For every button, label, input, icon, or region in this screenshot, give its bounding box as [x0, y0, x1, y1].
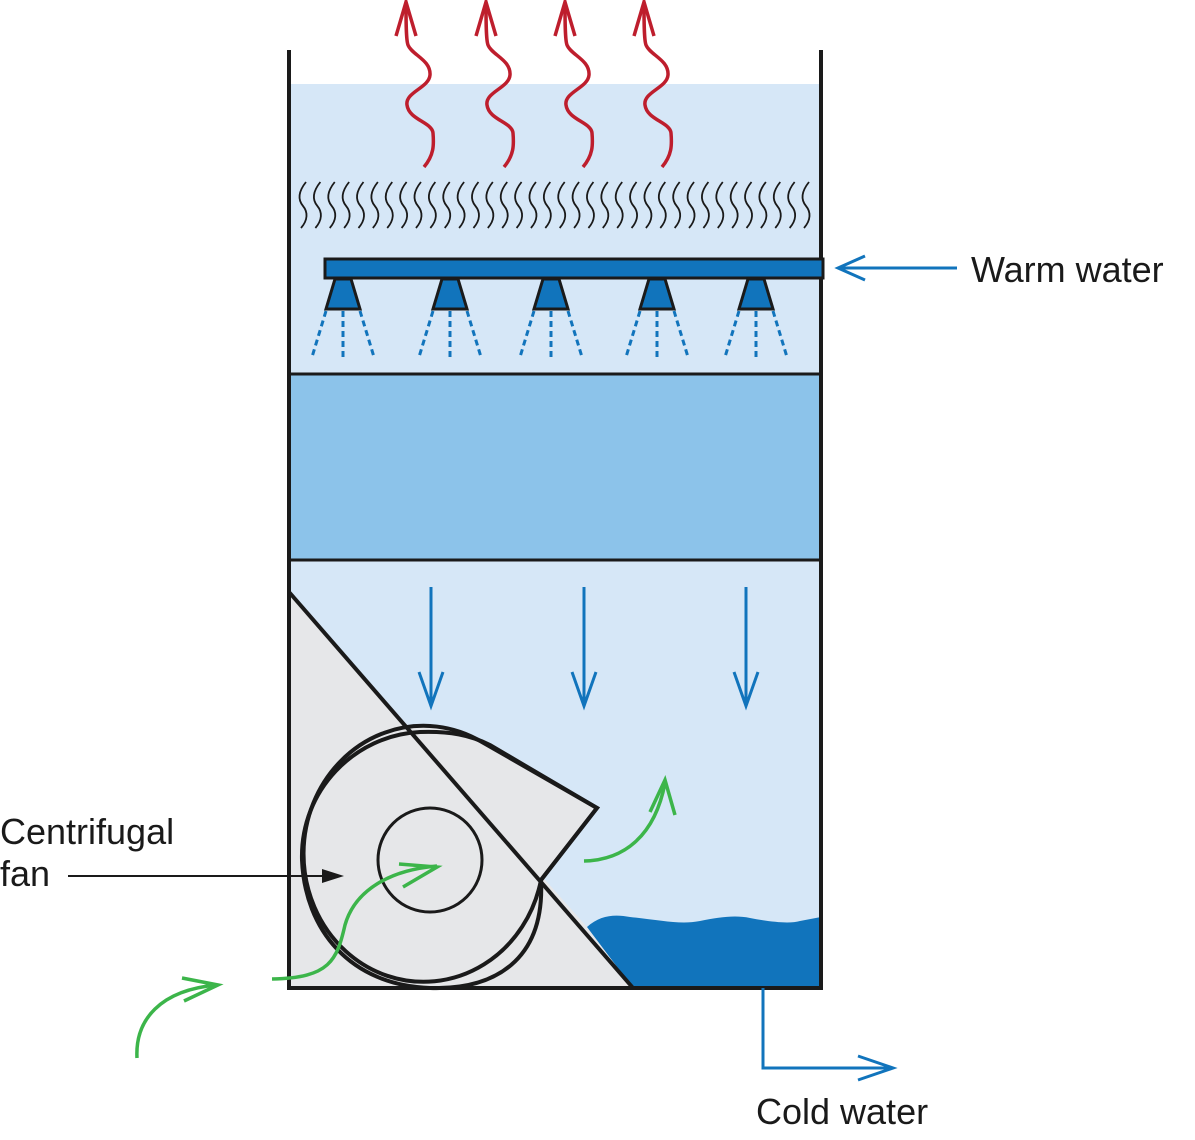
- fan-scroll-outline: [299, 729, 600, 991]
- mist-wave: [399, 181, 408, 229]
- mist-wave: [543, 181, 552, 229]
- mist-wave: [658, 181, 667, 229]
- water-spray: [518, 310, 536, 358]
- mist-wave: [471, 181, 480, 229]
- cold-water-arrow: [761, 988, 898, 1082]
- spray-nozzle: [531, 277, 571, 311]
- fan-label-line1: Centrifugal: [0, 811, 174, 852]
- mist-wave: [600, 181, 610, 229]
- falling-water-arrowhead: [570, 671, 598, 711]
- falling-water-arrowhead: [417, 671, 445, 711]
- mist-wave: [586, 181, 595, 229]
- water-spray: [624, 310, 642, 358]
- falling-water-arrows: [417, 587, 760, 711]
- mist-wave: [701, 181, 710, 229]
- spray-nozzle: [430, 277, 470, 311]
- air-intake-arrowhead: [181, 976, 224, 1003]
- mist-wave: [428, 181, 437, 229]
- mist-wave: [772, 181, 782, 229]
- mist-wave: [787, 181, 797, 229]
- heat-plume-arrowhead: [474, 0, 498, 37]
- distribution-pipe: [323, 257, 825, 280]
- upper-chamber: [289, 84, 821, 374]
- mist-wave: [758, 181, 768, 229]
- partition-wall: [287, 590, 635, 990]
- heat-plume: [642, 3, 674, 169]
- warm-water-label: Warm water: [971, 249, 1164, 290]
- heat-plume: [484, 3, 516, 169]
- heat-plumes: [394, 0, 674, 169]
- heat-plume: [563, 3, 595, 169]
- spray-nozzles: [310, 277, 789, 358]
- water-spray: [723, 310, 741, 358]
- mist-wave: [686, 181, 696, 229]
- spray-nozzle: [637, 277, 677, 311]
- mist-wave: [744, 181, 753, 229]
- mist-wave: [413, 181, 423, 229]
- air-exhaust-arrow: [583, 782, 667, 863]
- water-spray: [417, 310, 435, 358]
- mist-wave: [614, 181, 624, 229]
- mist-wave: [571, 181, 581, 229]
- heat-plume-arrowhead: [632, 0, 656, 37]
- air-intake-arrow: [135, 983, 218, 1059]
- water-spray: [358, 310, 376, 358]
- water-spray: [566, 310, 584, 358]
- falling-water-arrowhead: [732, 671, 760, 711]
- spray-nozzle: [323, 277, 363, 311]
- water-spray: [672, 310, 690, 358]
- heat-plume-arrowhead: [553, 0, 577, 37]
- mist-wave: [341, 181, 351, 229]
- mist-wave: [499, 181, 509, 229]
- mist-wave: [629, 181, 638, 229]
- drift-eliminator-mist: [298, 181, 811, 229]
- fill-media: [289, 374, 821, 560]
- spray-nozzle: [736, 277, 776, 311]
- mist-wave: [643, 181, 653, 229]
- fan-label-line2: fan: [0, 853, 50, 894]
- water-spray: [771, 310, 789, 358]
- mist-wave: [442, 181, 452, 229]
- mist-wave: [801, 181, 811, 229]
- fan-pointer-arrowhead: [322, 869, 344, 883]
- mist-wave: [313, 181, 322, 229]
- water-spray: [465, 310, 483, 358]
- cold-water-label: Cold water: [756, 1091, 928, 1132]
- heat-plume: [404, 3, 436, 169]
- mist-wave: [356, 181, 365, 229]
- heat-plume-arrowhead: [394, 0, 418, 37]
- mist-wave: [514, 181, 523, 229]
- air-into-fan-arrow: [271, 864, 438, 981]
- fan-inlet: [376, 806, 484, 914]
- mist-wave: [370, 181, 380, 229]
- mist-wave: [715, 181, 725, 229]
- air-flow-arrows: [135, 775, 677, 1059]
- mist-wave: [298, 181, 308, 229]
- mist-wave: [729, 181, 739, 229]
- water-spray: [310, 310, 328, 358]
- mist-wave: [456, 181, 466, 229]
- air-into-fan-arrowhead: [398, 862, 443, 889]
- mist-wave: [327, 181, 337, 229]
- mist-wave: [672, 181, 682, 229]
- cold-water-basin: [587, 915, 821, 988]
- mist-wave: [528, 181, 538, 229]
- mist-wave: [485, 181, 495, 229]
- mist-wave: [557, 181, 567, 229]
- warm-water-arrow: [834, 254, 957, 282]
- air-exhaust-arrowhead: [648, 775, 677, 816]
- mist-wave: [384, 181, 394, 229]
